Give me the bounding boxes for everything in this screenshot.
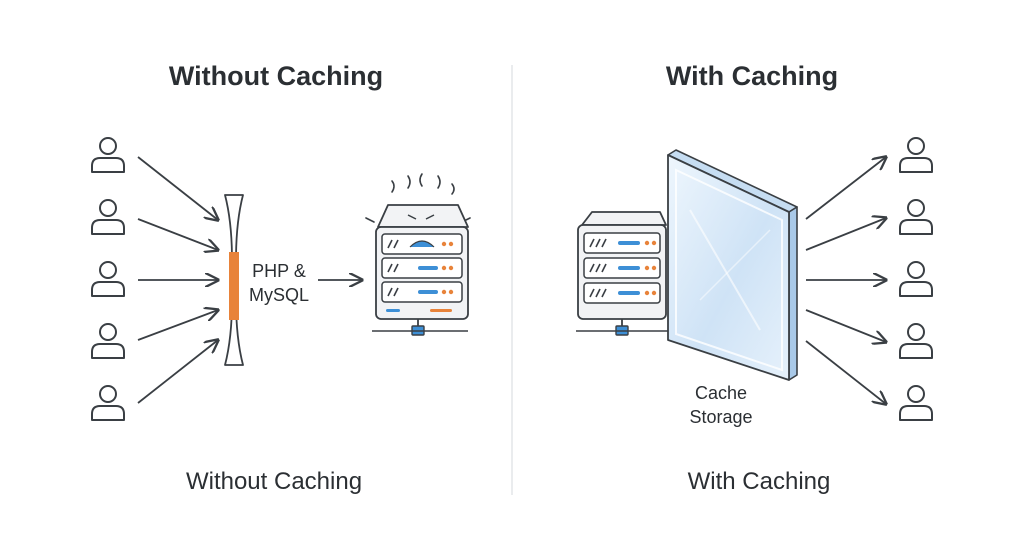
arrow-icon (805, 309, 886, 342)
left-caption: Without Caching (186, 468, 362, 495)
arrow-icon (805, 157, 886, 220)
right-caption: With Caching (688, 468, 831, 495)
right-title: With Caching (666, 61, 838, 91)
server-icon (576, 211, 668, 336)
right-users (899, 137, 933, 421)
user-icon (91, 261, 125, 297)
user-icon (899, 385, 933, 421)
arrow-icon (137, 156, 218, 220)
middleware-label-line2: MySQL (249, 285, 309, 305)
user-icon (899, 137, 933, 173)
arrow-icon (137, 310, 218, 341)
right-response-arrows (805, 157, 886, 404)
user-icon (899, 323, 933, 359)
cache-label-line2: Storage (689, 407, 752, 427)
user-icon (899, 261, 933, 297)
user-icon (899, 199, 933, 235)
cache-label-line1: Cache (695, 383, 747, 403)
arrow-icon (805, 340, 886, 404)
left-title: Without Caching (169, 61, 383, 91)
middleware-label-line1: PHP & (252, 261, 306, 281)
arrow-icon (137, 218, 218, 250)
arrow-icon (805, 218, 886, 251)
server-icon (365, 173, 471, 336)
user-icon (91, 137, 125, 173)
arrow-icon (137, 340, 218, 404)
left-users (91, 137, 125, 421)
user-icon (91, 199, 125, 235)
left-request-arrows (137, 156, 218, 404)
cache-panel-icon (667, 149, 798, 381)
user-icon (91, 323, 125, 359)
bottleneck-pipe-icon (224, 194, 244, 366)
user-icon (91, 385, 125, 421)
